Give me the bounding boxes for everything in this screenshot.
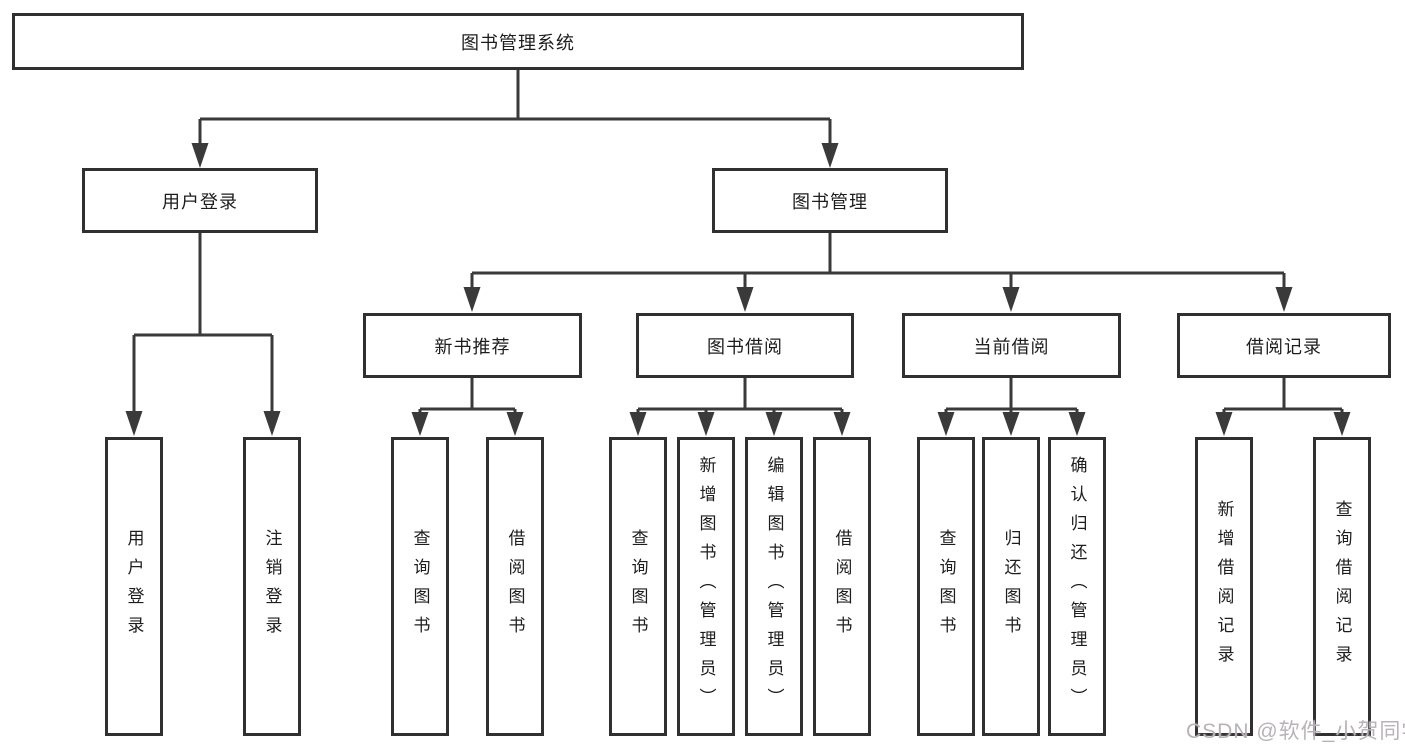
node-current-borrow: 当前借阅 <box>902 313 1121 378</box>
node-root-library-system: 图书管理系统 <box>12 13 1024 70</box>
node-label: 图书管理系统 <box>461 32 575 53</box>
node-label: 图书借阅 <box>707 336 783 357</box>
leaf-add-borrow-record: 新增借阅记录 <box>1195 437 1253 736</box>
leaf-query-book-borrow: 查询图书 <box>609 437 667 736</box>
node-label: 借阅记录 <box>1246 336 1322 357</box>
node-label: 图书管理 <box>792 191 868 212</box>
node-label: 查询借阅记录 <box>1332 499 1352 674</box>
node-label: 借阅图书 <box>505 528 525 645</box>
node-borrow-record: 借阅记录 <box>1177 313 1391 378</box>
node-label: 查询图书 <box>410 528 430 645</box>
node-label: 新增图书（管理员） <box>696 456 716 717</box>
node-label: 用户登录 <box>162 191 238 212</box>
node-label: 新书推荐 <box>434 336 511 357</box>
leaf-query-borrow-record: 查询借阅记录 <box>1313 437 1371 736</box>
node-label: 确认归还（管理员） <box>1067 456 1087 717</box>
leaf-add-book-admin: 新增图书（管理员） <box>677 437 735 736</box>
node-label: 新增借阅记录 <box>1214 499 1234 674</box>
leaf-confirm-return-admin: 确认归还（管理员） <box>1048 437 1106 736</box>
node-user-login-branch: 用户登录 <box>82 168 318 233</box>
node-book-borrow: 图书借阅 <box>636 313 854 378</box>
node-label: 当前借阅 <box>973 336 1050 357</box>
leaf-return-book: 归还图书 <box>982 437 1040 736</box>
leaf-query-book-recommend: 查询图书 <box>391 437 449 736</box>
node-label: 注销登录 <box>262 528 282 645</box>
leaf-edit-book-admin: 编辑图书（管理员） <box>745 437 803 736</box>
leaf-query-book-current: 查询图书 <box>917 437 975 736</box>
node-new-book-recommend: 新书推荐 <box>363 313 582 378</box>
node-label: 归还图书 <box>1001 528 1021 645</box>
node-label: 查询图书 <box>936 528 956 645</box>
leaf-borrow-book-recommend: 借阅图书 <box>486 437 544 736</box>
leaf-user-login: 用户登录 <box>105 437 163 736</box>
csdn-watermark: CSDN @软件_小贺同学 <box>1186 720 1405 743</box>
node-label: 借阅图书 <box>832 528 852 645</box>
node-book-management-branch: 图书管理 <box>712 168 948 233</box>
node-label: 用户登录 <box>124 528 144 645</box>
node-label: 查询图书 <box>628 528 648 645</box>
node-label: 编辑图书（管理员） <box>764 456 784 717</box>
leaf-logout: 注销登录 <box>243 437 301 736</box>
leaf-borrow-book: 借阅图书 <box>813 437 871 736</box>
